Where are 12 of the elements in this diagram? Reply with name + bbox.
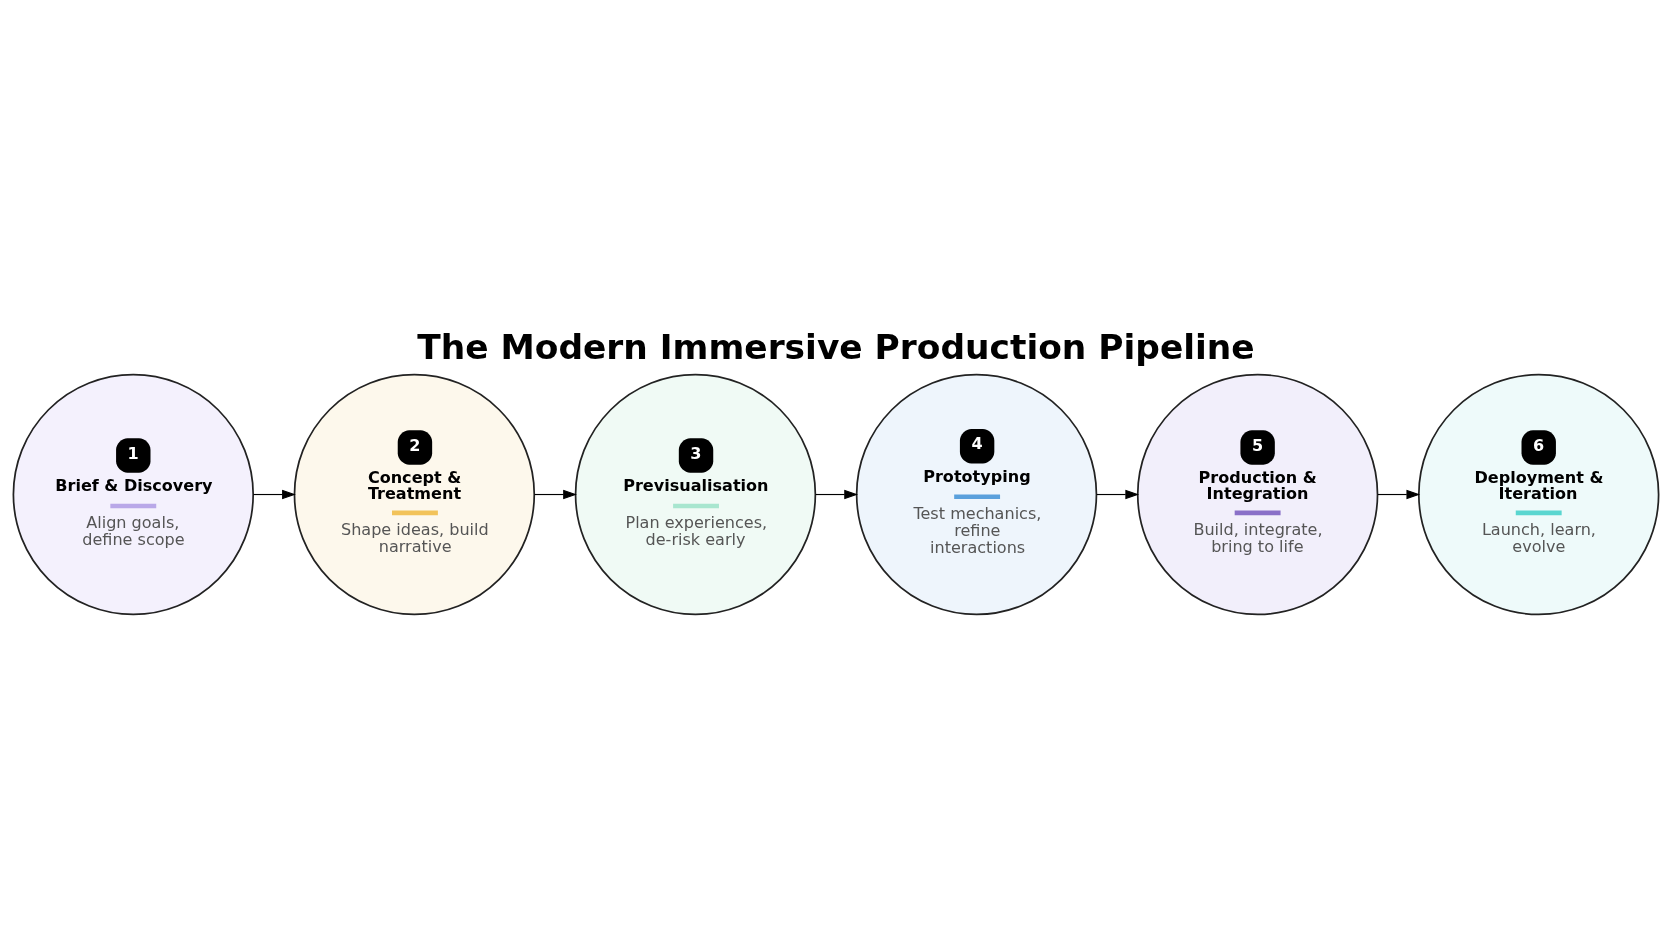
node-circle: 4 Prototyping Test mechanics, refine interactions [855,373,1098,615]
arrow [1377,489,1421,499]
node-circle: 1 Brief & Discovery Align goals, define scope [12,373,255,615]
node-circle: 2 Concept & Treatment Shape ideas, build narrative [293,373,536,615]
node-circle: 5 Production & Integration Build, integrate, bring to life [1136,373,1379,615]
arrow [252,489,296,499]
node-circle: 3 Previsualisation Plan experiences, de-risk early [574,373,817,615]
diagram-title: The Modern Immersive Production Pipeline [417,326,1255,367]
arrow [815,489,859,499]
arrow [534,489,577,499]
node-circle: 6 Deployment & Iteration Launch, learn, evolve [1417,373,1660,615]
arrow [1096,489,1140,499]
